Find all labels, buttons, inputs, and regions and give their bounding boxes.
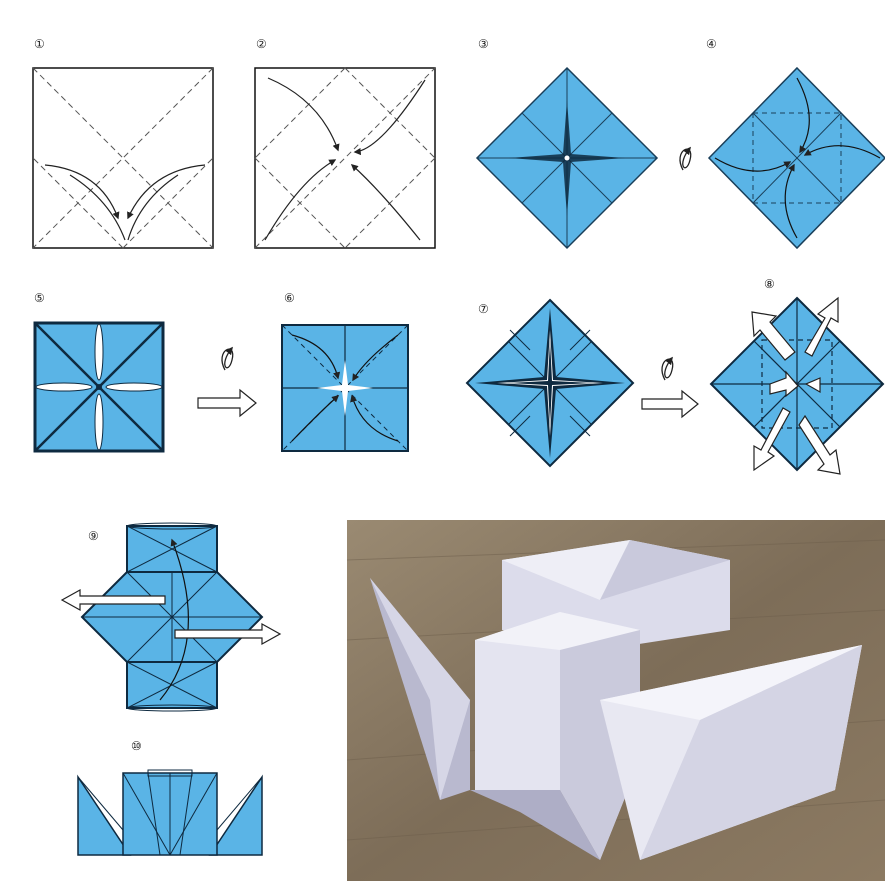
- step-number: ⑧: [764, 277, 775, 291]
- flip-over-icon: [661, 356, 674, 381]
- step-10: ⑩: [77, 739, 263, 856]
- step-2: ②: [254, 37, 436, 249]
- step-number: ⑤: [34, 291, 45, 305]
- step-number: ⑦: [478, 302, 489, 316]
- step-number: ①: [34, 37, 45, 51]
- flip-over-icon: [221, 346, 234, 371]
- step-7: ⑦: [465, 298, 635, 468]
- step-number: ③: [478, 37, 489, 51]
- flip-over-icon: [679, 146, 692, 171]
- step-number: ④: [706, 37, 717, 51]
- pull-out-arrow-icon: [751, 296, 841, 475]
- next-step-arrow-icon: [197, 388, 257, 418]
- step-number: ②: [256, 37, 267, 51]
- step-3: ③: [475, 37, 659, 250]
- step-5: ⑤: [33, 291, 165, 453]
- step-4: ④: [706, 37, 885, 250]
- step-number: ⑨: [88, 529, 99, 543]
- step-9: ⑨: [60, 522, 282, 712]
- step-8: ⑧: [709, 277, 885, 475]
- pull-out-arrow-icon: [60, 588, 282, 646]
- next-step-arrow-icon: [641, 389, 699, 419]
- step-number: ⑥: [284, 291, 295, 305]
- step-1: ①: [32, 37, 214, 249]
- finished-boat-photo: [346, 520, 885, 881]
- step-number: ⑩: [131, 739, 142, 753]
- step-6: ⑥: [281, 291, 409, 452]
